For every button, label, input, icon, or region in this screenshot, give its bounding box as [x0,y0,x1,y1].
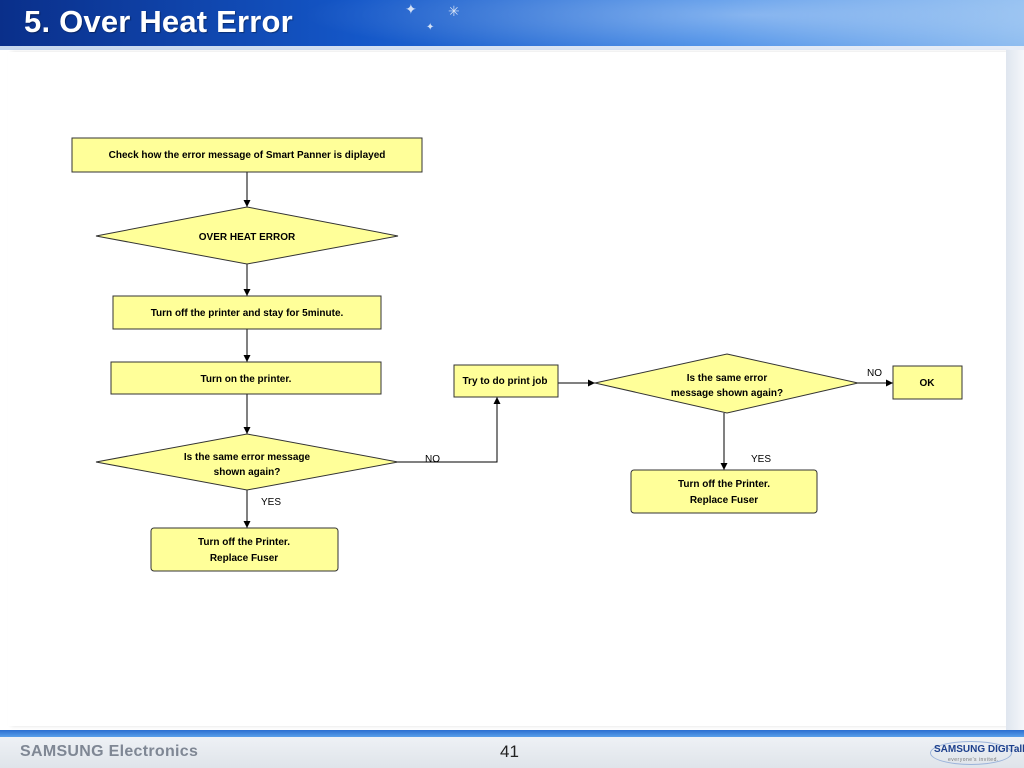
right-edge-shadow [1006,50,1024,730]
node-replace-fuser-2 [630,469,818,514]
header-divider [0,46,1024,50]
label-replace-fuser-2-line1: Turn off the Printer. [678,479,770,490]
label-check-message: Check how the error message of Smart Pan… [109,150,386,161]
sparkle-icon: ✦ [426,22,435,33]
footer-divider [0,730,1024,737]
node-turn-on [110,361,382,395]
label-try-print: Try to do print job [463,376,548,387]
label-same-error-1-line1: Is the same error message [184,452,311,463]
edge-label-yes-1: YES [261,497,281,508]
slide-title: 5. Over Heat Error [24,4,293,39]
label-same-error-1-line2: shown again? [214,467,281,478]
edge-label-no-2: NO [867,368,882,379]
label-over-heat-error: OVER HEAT ERROR [199,232,296,243]
samsung-electronics-logo: SAMSUNG Electronics [20,743,199,760]
label-turn-on: Turn on the printer. [201,374,292,385]
label-replace-fuser-1-line1: Turn off the Printer. [198,537,290,548]
node-turn-off-wait [112,295,382,330]
logo-tagline: everyone's invited. [948,757,999,763]
logo-text: SAMSUNG DIGITall [934,744,1024,755]
edge-label-yes-2: YES [751,454,771,465]
node-same-error-2 [594,353,859,414]
connector-decision1-no [398,397,501,463]
header-swoosh [300,0,1024,46]
label-replace-fuser-1-line2: Replace Fuser [210,553,278,564]
label-turn-off-wait: Turn off the printer and stay for 5minut… [151,308,344,319]
node-replace-fuser-1 [150,527,339,572]
node-check-message [71,137,423,173]
label-same-error-2-line1: Is the same error [687,373,768,384]
label-replace-fuser-2-line2: Replace Fuser [690,495,758,506]
node-over-heat-error [95,206,399,265]
samsung-digitall-logo: SAMSUNG DIGITall everyone's invited. [930,741,1024,767]
page-number: 41 [500,742,519,761]
label-ok: OK [920,378,936,389]
edge-label-no-1: NO [425,454,440,465]
logo-ring [930,741,1012,765]
slide-header: ✦ ✳ ✦ 5. Over Heat Error [0,0,1024,46]
node-ok [892,365,963,400]
sparkle-icon: ✦ [405,2,417,18]
node-same-error-1 [95,433,399,491]
label-same-error-2-line2: message shown again? [671,388,783,399]
sparkle-icon: ✳ [448,4,460,20]
slide-footer: SAMSUNG Electronics 41 SAMSUNG DIGITall … [0,737,1024,768]
node-try-print [453,364,559,398]
